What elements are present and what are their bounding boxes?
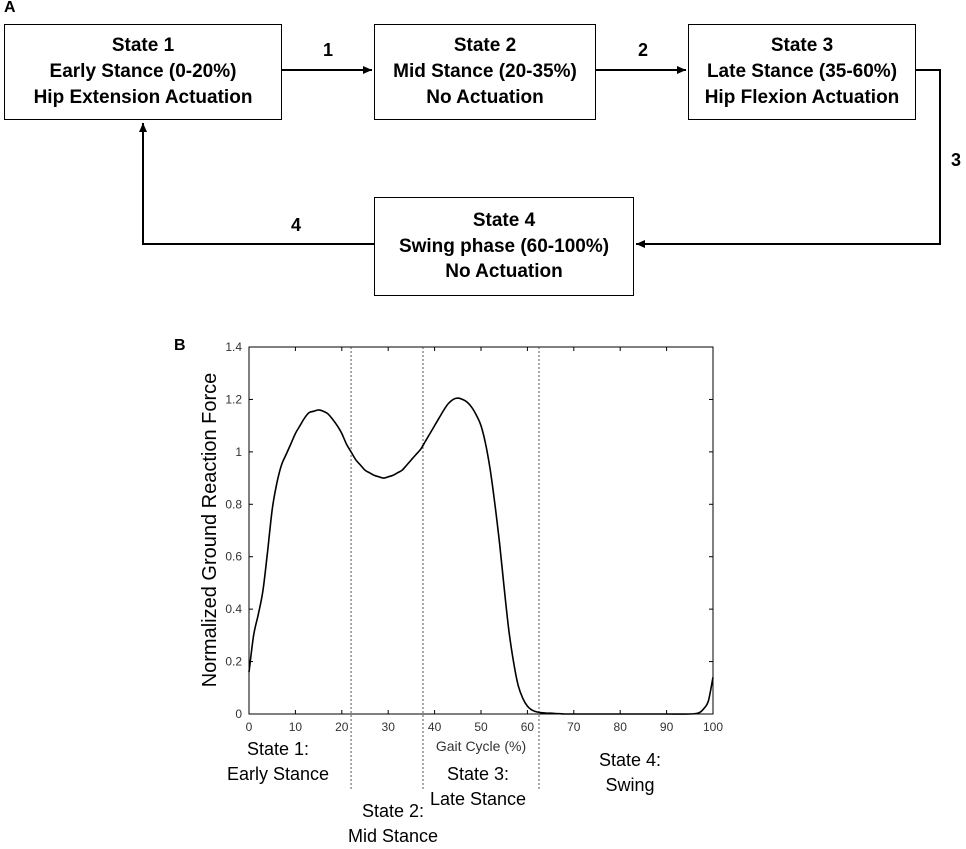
state-2-caption-line2: Mid Stance <box>347 825 439 846</box>
x-tick-label: 60 <box>521 720 535 734</box>
state-1-box: State 1 Early Stance (0-20%) Hip Extensi… <box>4 24 282 120</box>
x-tick-label: 90 <box>660 720 674 734</box>
x-tick-label: 40 <box>428 720 442 734</box>
x-tick-label: 70 <box>567 720 581 734</box>
panel-b-label: B <box>174 337 186 354</box>
state-4-box: State 4 Swing phase (60-100%) No Actuati… <box>374 197 634 296</box>
x-tick-label: 30 <box>382 720 396 734</box>
state-4-caption: State 4: Swing <box>574 748 686 798</box>
state-1-caption: State 1: Early Stance <box>223 737 333 787</box>
state-2-box: State 2 Mid Stance (20-35%) No Actuation <box>374 24 596 120</box>
y-tick-label: 1 <box>235 445 242 459</box>
state-1-title: State 1 <box>111 35 175 57</box>
y-axis-label: Normalized Ground Reaction Force <box>199 373 221 688</box>
state-3-actuation: Hip Flexion Actuation <box>704 86 900 108</box>
y-tick-label: 0.4 <box>225 602 242 616</box>
transition-label-4: 4 <box>291 215 302 235</box>
state-3-title: State 3 <box>770 35 834 57</box>
state-4-title: State 4 <box>472 209 536 231</box>
state-4-caption-line2: Swing <box>605 774 655 795</box>
x-tick-label: 10 <box>289 720 303 734</box>
y-tick-label: 0.2 <box>225 655 242 669</box>
state-3-caption: State 3: Late Stance <box>422 762 534 812</box>
state-3-box: State 3 Late Stance (35-60%) Hip Flexion… <box>688 24 916 120</box>
transition-label-2: 2 <box>638 40 649 60</box>
transition-arrow-4 <box>139 123 374 245</box>
state-1-actuation: Hip Extension Actuation <box>33 86 253 108</box>
state-1-caption-line1: State 1: <box>246 739 310 759</box>
x-tick-label: 100 <box>703 720 723 734</box>
x-tick-label: 50 <box>474 720 488 734</box>
state-2-caption: State 2: Mid Stance <box>338 799 448 849</box>
y-tick-label: 0.6 <box>225 550 242 564</box>
grf-series-line <box>248 397 714 715</box>
state-4-phase: Swing phase (60-100%) <box>398 235 610 257</box>
state-2-actuation: No Actuation <box>426 86 544 108</box>
transition-arrow-3 <box>636 69 941 248</box>
state-2-phase: Mid Stance (20-35%) <box>393 61 577 83</box>
y-tick-label: 0.8 <box>225 497 242 511</box>
x-tick-label: 0 <box>246 720 253 734</box>
transition-label-1: 1 <box>323 40 334 60</box>
x-axis-label: Gait Cycle (%) <box>436 738 526 754</box>
state-3-phase: Late Stance (35-60%) <box>706 61 898 83</box>
state-3-caption-line1: State 3: <box>446 764 510 784</box>
x-tick-label: 20 <box>335 720 349 734</box>
plot-frame <box>248 346 714 715</box>
transition-label-3: 3 <box>951 150 962 170</box>
state-machine-arrows <box>139 66 941 248</box>
x-tick-label: 80 <box>614 720 628 734</box>
y-tick-label: 0 <box>235 707 242 721</box>
state-3-caption-line2: Late Stance <box>429 788 527 809</box>
panel-a-label: A <box>4 0 16 16</box>
state-2-caption-line1: State 2: <box>361 801 425 821</box>
y-tick-label: 1.2 <box>225 392 242 406</box>
state-1-phase: Early Stance (0-20%) <box>49 61 237 83</box>
state-1-caption-line2: Early Stance <box>226 763 330 784</box>
y-tick-label: 1.4 <box>225 340 242 354</box>
state-2-title: State 2 <box>453 35 517 57</box>
state-4-actuation: No Actuation <box>445 261 563 283</box>
state-4-caption-line1: State 4: <box>598 750 662 770</box>
